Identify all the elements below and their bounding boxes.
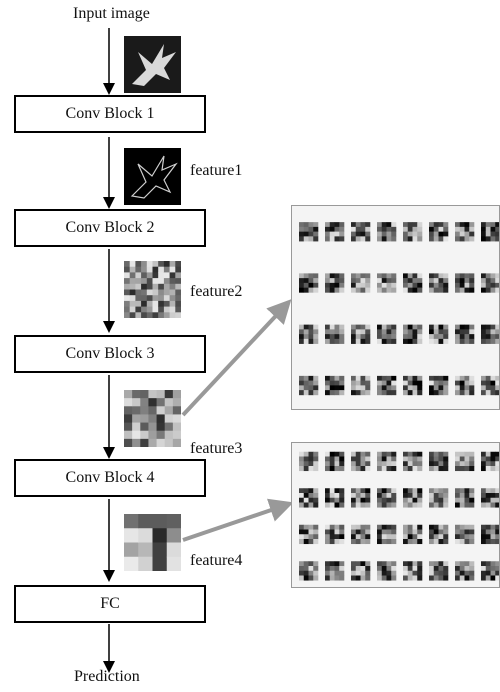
feature3-maps-grid: [299, 222, 499, 396]
conv-block-1: Conv Block 1: [14, 95, 206, 133]
feature4-maps-panel: [291, 442, 500, 588]
feature3-label: feature3: [190, 440, 243, 457]
feature1-label: feature1: [190, 162, 243, 179]
feature1-thumbnail: [124, 148, 181, 205]
input-image-thumbnail: [124, 36, 181, 93]
feature4-maps-grid: [299, 451, 499, 581]
feature2-thumbnail: [124, 261, 181, 318]
feature3-thumbnail: [124, 390, 181, 447]
feature4-label: feature4: [190, 552, 243, 569]
feature4-thumbnail: [124, 514, 181, 571]
fc-block: FC: [14, 585, 206, 623]
expand-arrow-feature4: [182, 498, 294, 542]
input-image-label: Input image: [73, 5, 150, 22]
conv-block-4: Conv Block 4: [14, 459, 206, 497]
prediction-label: Prediction: [74, 668, 140, 685]
conv-block-2: Conv Block 2: [14, 209, 206, 247]
feature3-maps-panel: [291, 205, 500, 410]
feature2-label: feature2: [190, 283, 243, 300]
conv-block-3: Conv Block 3: [14, 335, 206, 373]
expand-arrow-feature3: [181, 299, 292, 417]
